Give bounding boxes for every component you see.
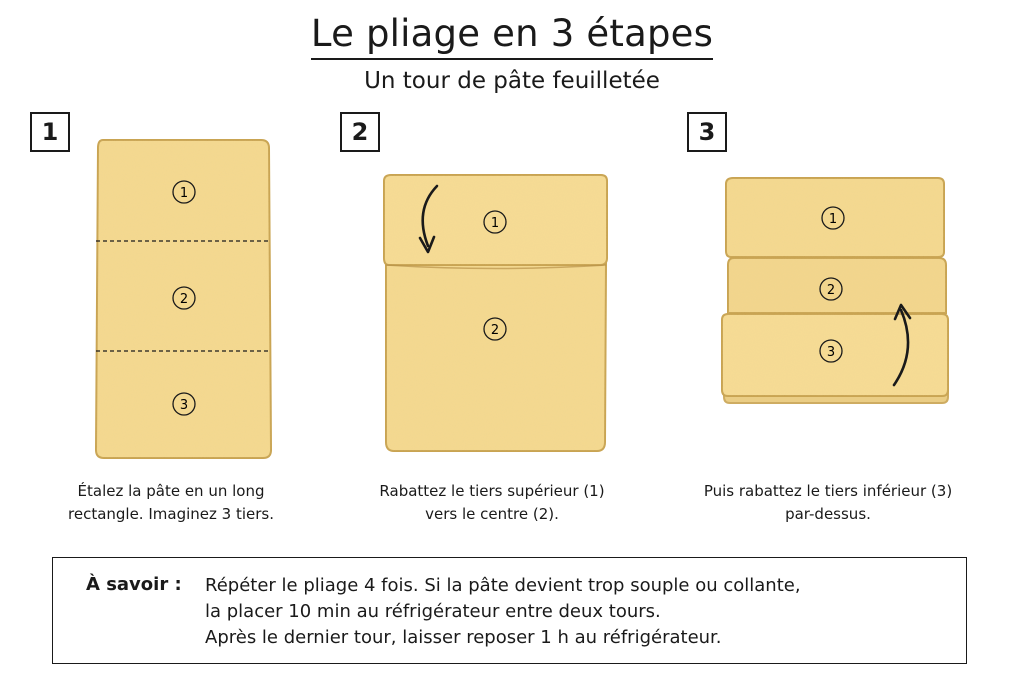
third-marker-1: 1 [172,180,196,204]
step-3-number: 3 [687,112,727,152]
third-marker-1: 1 [483,210,507,234]
tip-text: Répéter le pliage 4 fois. Si la pâte dev… [205,573,801,651]
folding-illustration: 1 2 3 1 2 [94,139,949,459]
step-2-number: 2 [340,112,380,152]
caption-line: Puis rabattez le tiers inférieur (3) [703,482,953,500]
step-1-caption: Étalez la pâte en un long rectangle. Ima… [21,480,321,526]
caption-line: rectangle. Imaginez 3 tiers. [68,505,274,523]
title-wrap: Le pliage en 3 étapes [0,12,1024,60]
third-marker-2: 2 [819,277,843,301]
fold-down-arrow-icon [418,184,439,254]
svg-text:2: 2 [491,323,499,338]
third-marker-1: 1 [821,206,845,230]
step-1-dough: 1 2 3 [94,139,273,459]
tip-line: Répéter le pliage 4 fois. Si la pâte dev… [205,575,801,596]
caption-line: Étalez la pâte en un long [77,482,265,500]
step-3-caption: Puis rabattez le tiers inférieur (3) par… [678,480,978,526]
step-2-dough: 1 2 [383,174,608,452]
step-2-caption: Rabattez le tiers supérieur (1) vers le … [342,480,642,526]
tip-box: À savoir : Répéter le pliage 4 fois. Si … [52,557,967,664]
third-marker-2: 2 [172,286,196,310]
page-subtitle: Un tour de pâte feuilletée [364,68,660,94]
caption-line: Rabattez le tiers supérieur (1) [379,482,605,500]
svg-text:1: 1 [491,216,499,231]
third-marker-2: 2 [483,317,507,341]
fold-up-arrow-icon [892,303,912,387]
svg-text:1: 1 [180,186,188,201]
step-1-number: 1 [30,112,70,152]
svg-text:1: 1 [829,212,837,227]
page-title: Le pliage en 3 étapes [310,12,714,60]
caption-line: par-dessus. [785,505,871,523]
tip-line: Après le dernier tour, laisser reposer 1… [205,627,722,648]
third-marker-3: 3 [172,392,196,416]
third-marker-3: 3 [819,339,843,363]
tip-line: la placer 10 min au réfrigérateur entre … [205,601,661,622]
svg-text:2: 2 [180,292,188,307]
svg-text:2: 2 [827,283,835,298]
step-3-dough: 1 2 3 [721,177,949,404]
tip-label: À savoir : [86,574,182,595]
svg-text:3: 3 [180,398,188,413]
caption-line: vers le centre (2). [425,505,559,523]
svg-text:3: 3 [827,345,835,360]
